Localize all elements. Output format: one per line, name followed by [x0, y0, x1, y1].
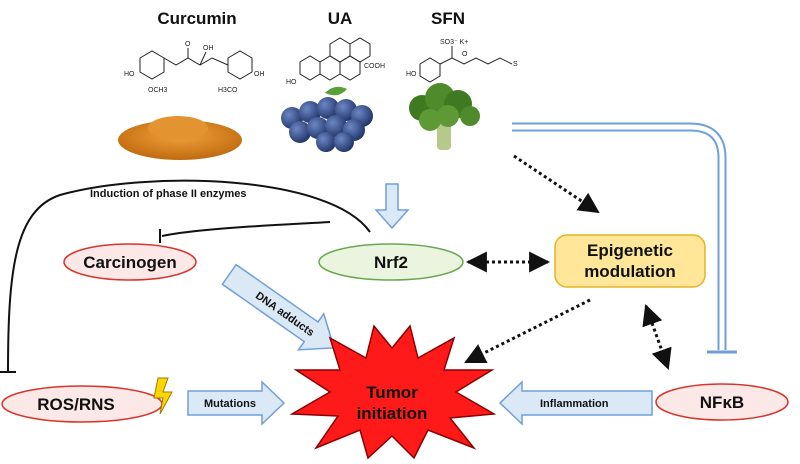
inhibition-curve-ros: [7, 179, 371, 373]
node-epigenetic-line1: Epigenetic: [587, 241, 673, 260]
dotted-arrow-epigenetic-nfkb: [642, 304, 672, 370]
inflammation-label: Inflammation: [540, 398, 609, 410]
dotted-arrow-sfn-to-epigenetic: [513, 154, 600, 214]
curcumin-label-h3co: H3CO: [218, 87, 238, 94]
ua-structure: [299, 37, 371, 81]
turmeric-powder-peak: [148, 116, 208, 140]
sfn-structure: [419, 46, 513, 83]
curcumin-label-och3: OCH3: [148, 87, 168, 94]
node-carcinogen-label: Carcinogen: [83, 253, 177, 272]
curcumin-label-o: O: [185, 41, 191, 48]
compound-title-sfn: SFN: [431, 9, 465, 28]
compound-title-curcumin: Curcumin: [157, 9, 236, 28]
node-tumor-initiation: [289, 324, 497, 460]
sfn-label-s: S: [513, 61, 518, 68]
mutations-label: Mutations: [204, 398, 256, 410]
node-nrf2: [318, 243, 464, 281]
sfn-label-o: O: [462, 51, 468, 58]
sfn-label-so3k: SO3⁻ K+: [440, 39, 468, 46]
node-nfkb: [655, 383, 789, 421]
ua-label-ho: HO: [286, 79, 297, 86]
lightning-icon: [153, 377, 173, 415]
curcumin-label-oh: OH: [203, 45, 214, 52]
node-epigenetic: [554, 234, 706, 288]
node-tumor-line2: initiation: [357, 404, 428, 423]
arrow-mutations: [187, 380, 286, 426]
node-nrf2-label: Nrf2: [374, 253, 408, 272]
arrow-dna-adducts: DNA adducts: [221, 263, 336, 351]
blueberries-image: [281, 86, 373, 152]
node-tumor-line1: Tumor: [366, 383, 418, 402]
arrow-inflammation: [498, 380, 653, 426]
node-nfkb-label: NFκB: [700, 393, 744, 412]
arrow-ua-to-nrf2: [374, 183, 410, 230]
node-ros-rns-label: ROS/RNS: [37, 395, 114, 414]
ua-label-cooh: COOH: [364, 63, 385, 70]
inhibition-curve-carcinogen: [161, 221, 331, 237]
broccoli-image: [409, 83, 480, 150]
dotted-arrow-epigenetic-to-tumor: [464, 298, 591, 364]
node-carcinogen: [63, 243, 197, 281]
sfn-label-ho: HO: [406, 71, 417, 78]
curcumin-structure: [139, 48, 253, 80]
node-epigenetic-line2: modulation: [584, 262, 676, 281]
curcumin-label-ho: HO: [124, 71, 135, 78]
curcumin-label-oh-right: OH: [254, 71, 265, 78]
compound-title-ua: UA: [328, 9, 353, 28]
induction-label: Induction of phase II enzymes: [90, 188, 246, 200]
